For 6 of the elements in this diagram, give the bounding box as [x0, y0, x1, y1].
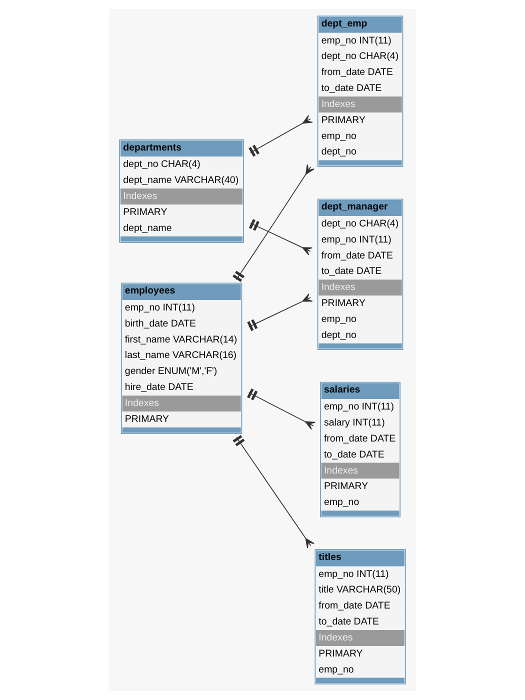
connector — [246, 388, 316, 430]
connector — [232, 434, 314, 548]
connector — [247, 294, 313, 332]
connector — [248, 114, 313, 157]
connector — [248, 219, 313, 256]
connector — [232, 164, 314, 282]
